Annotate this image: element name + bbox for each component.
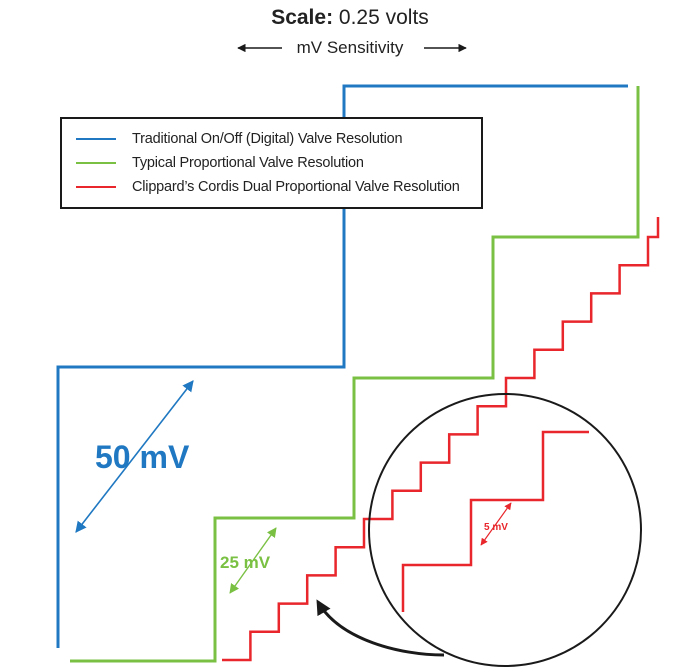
proportional-valve-step-line [70, 86, 640, 663]
legend-label-proportional: Typical Proportional Valve Resolution [132, 155, 364, 171]
blue-step-arrow [75, 380, 194, 533]
legend-swatch-blue [76, 138, 116, 140]
legend-label-digital: Traditional On/Off (Digital) Valve Resol… [132, 131, 403, 147]
title-rest: 0.25 volts [333, 6, 429, 29]
magnified-cordis-steps [401, 430, 589, 612]
legend-swatch-green [76, 162, 116, 164]
diagram-subtitle: mV Sensitivity [296, 38, 404, 57]
zoom-pointer-arrow [316, 599, 445, 657]
digital-valve-step-line [56, 84, 628, 648]
magnifier-circle [368, 393, 642, 667]
red-step-label: 5 mV [484, 522, 508, 533]
green-step-arrow [229, 527, 277, 594]
cordis-valve-step-line [222, 217, 660, 662]
legend-item-proportional: Typical Proportional Valve Resolution [76, 153, 364, 173]
red-step-arrow [480, 502, 512, 546]
legend-item-cordis: Clippard’s Cordis Dual Proportional Valv… [76, 177, 460, 197]
title-bold: Scale: [271, 6, 334, 29]
legend-swatch-red [76, 186, 116, 188]
blue-step-label: 50 mV [95, 439, 190, 475]
legend-item-digital: Traditional On/Off (Digital) Valve Resol… [76, 129, 403, 149]
legend-label-cordis: Clippard’s Cordis Dual Proportional Valv… [132, 179, 460, 195]
green-step-label: 25 mV [220, 553, 271, 572]
diagram-title: Scale: 0.25 volts [0, 6, 700, 30]
legend-box: Traditional On/Off (Digital) Valve Resol… [60, 117, 483, 209]
